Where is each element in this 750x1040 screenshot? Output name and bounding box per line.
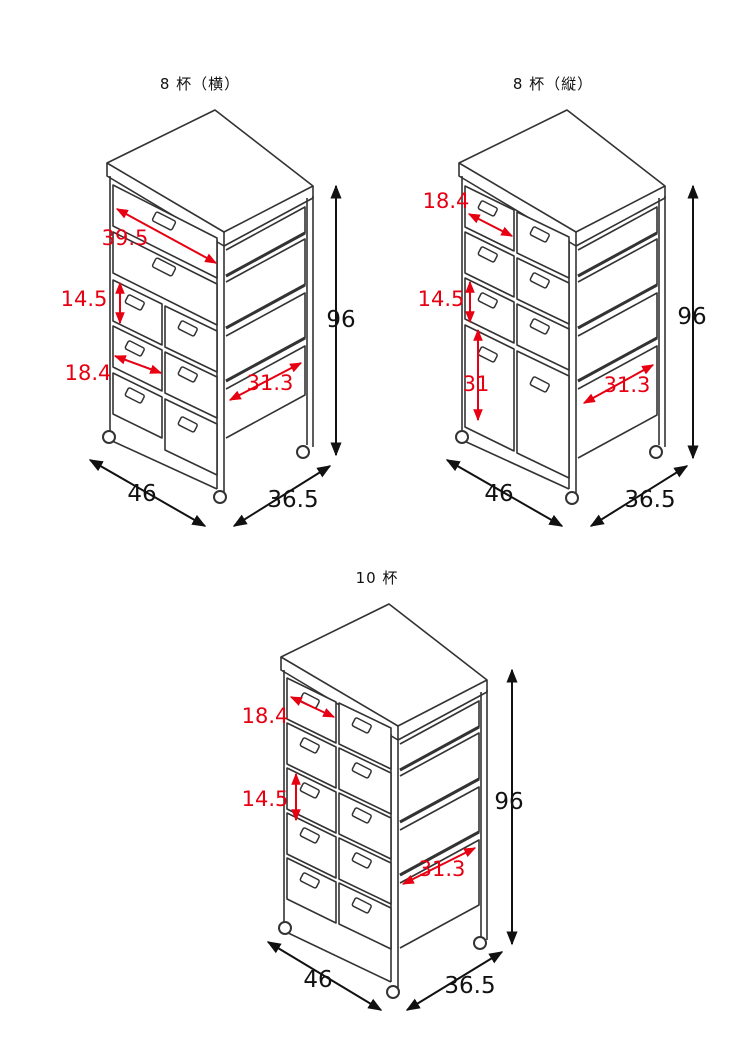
height-label: 96: [326, 307, 355, 333]
model-title: 8 杯（縦）: [513, 75, 593, 93]
drawer-handle-icon: [299, 692, 372, 914]
tall-drawer-height-label: 31: [463, 372, 490, 396]
drawer-width-label: 18.4: [242, 704, 289, 728]
width-label: 46: [303, 967, 332, 993]
drawer-width-label: 18.4: [65, 361, 112, 385]
caster-wheel-icon: [278, 921, 487, 999]
inner-depth-label: 31.3: [247, 371, 294, 395]
depth-label: 36.5: [444, 973, 495, 999]
depth-label: 36.5: [624, 487, 675, 513]
dimension-lines: [88, 184, 342, 527]
drawer-height-label: 14.5: [242, 787, 289, 811]
drawer-width-label: 18.4: [423, 189, 470, 213]
model-10: 10 杯: [242, 569, 524, 1011]
depth-label: 36.5: [267, 487, 318, 513]
height-label: 96: [677, 304, 706, 330]
width-label: 46: [484, 481, 513, 507]
model-8-horizontal: 8 杯（横）: [61, 75, 356, 527]
drawer-handle-icon: [477, 200, 550, 393]
model-8-vertical: 8 杯（縦）: [418, 75, 707, 527]
height-label: 96: [494, 789, 523, 815]
cabinet: [280, 603, 488, 988]
caster-wheel-icon: [455, 430, 663, 505]
dimension-lines: [445, 184, 699, 527]
width-label: 46: [127, 481, 156, 507]
dimension-lines: [266, 668, 518, 1011]
inner-depth-label: 31.3: [419, 857, 466, 881]
drawer-height-label: 14.5: [61, 287, 108, 311]
wide-drawer-width-label: 39.5: [102, 226, 149, 250]
inner-depth-label: 31.3: [604, 373, 651, 397]
drawer-height-label: 14.5: [418, 287, 465, 311]
model-title: 8 杯（横）: [160, 75, 240, 93]
model-title: 10 杯: [356, 569, 399, 587]
caster-wheel-icon: [102, 430, 310, 504]
